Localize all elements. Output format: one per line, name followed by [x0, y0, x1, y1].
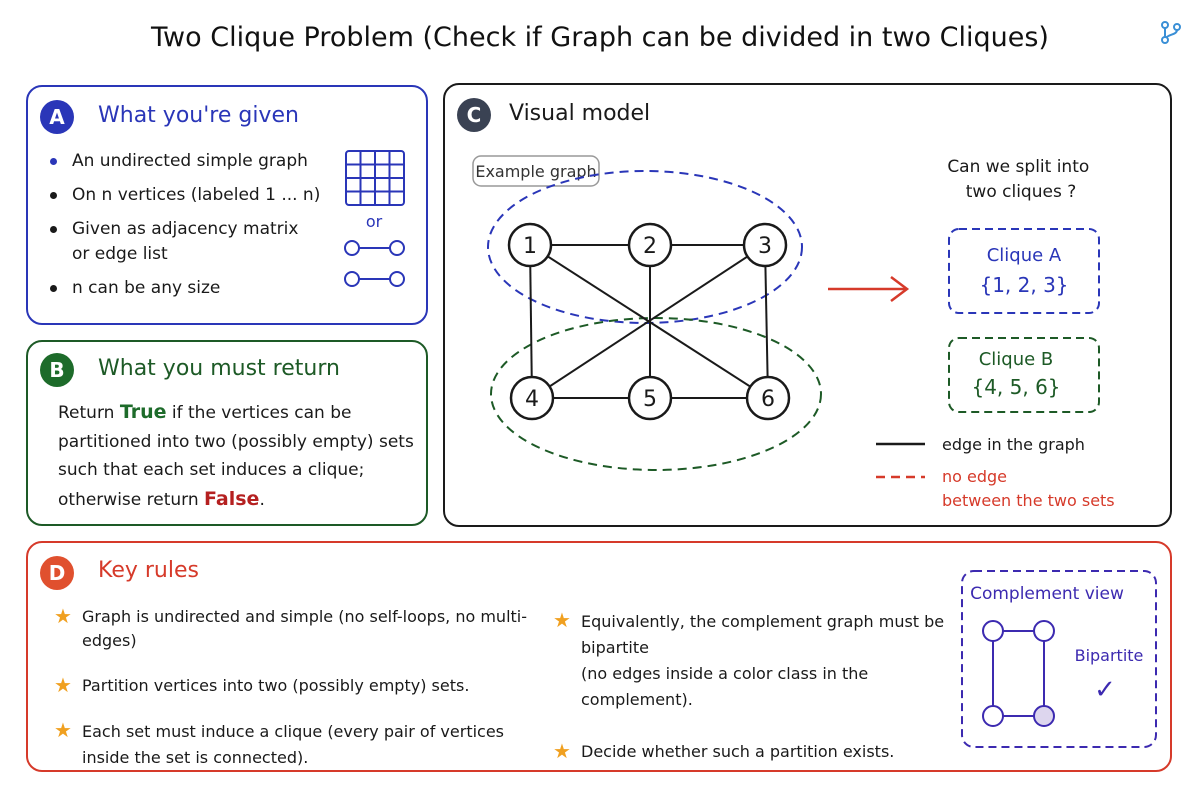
- rules-left-list: ★Graph is undirected and simple (no self…: [54, 605, 544, 771]
- example-label: Example graph: [475, 162, 596, 181]
- rules-right-list: ★Equivalently, the complement graph must…: [553, 609, 963, 764]
- panel-c-title: Visual model: [509, 101, 651, 126]
- rule-item: ★Partition vertices into two (possibly e…: [54, 673, 470, 697]
- bipartite-label: Bipartite: [1075, 646, 1144, 665]
- node-3: [742, 222, 788, 268]
- rule-item: ★Equivalently, the complement graph must…: [553, 608, 945, 709]
- split-question: Can we split into two cliques ?: [947, 157, 1094, 202]
- star-icon: ★: [54, 604, 72, 628]
- representation-icons: or: [344, 150, 405, 287]
- panel-d-title: Key rules: [98, 558, 199, 583]
- complement-view: Complement view Bipartite ✓: [961, 570, 1157, 748]
- clique-a-box: [948, 228, 1100, 314]
- panel-b-title: What you must return: [98, 356, 340, 381]
- node-2: [627, 222, 673, 268]
- complement-title: Complement view: [970, 584, 1124, 604]
- given-bullet: Given as adjacency matrix or edge list: [48, 217, 328, 267]
- return-description: Return True if the vertices can be parti…: [58, 401, 414, 510]
- split-arrow-icon: [828, 276, 910, 302]
- panel-return: B What you must return Return True if th…: [26, 340, 428, 526]
- example-label-box: [472, 155, 600, 187]
- true-keyword: True: [119, 401, 167, 423]
- page-title: Two Clique Problem (Check if Graph can b…: [151, 22, 1049, 53]
- node-1: [507, 222, 553, 268]
- given-bullet: An undirected simple graph: [48, 149, 328, 174]
- panel-given: A What you're given An undirected simple…: [26, 85, 428, 325]
- edge-3-6: [764, 244, 769, 399]
- node-5: [627, 375, 673, 421]
- clique-b-set: {4, 5, 6}: [971, 375, 1060, 399]
- star-icon: ★: [54, 718, 72, 742]
- graph-edges: [529, 244, 769, 399]
- check-icon: ✓: [1094, 675, 1116, 705]
- bipartite-graph-icon: [982, 620, 1055, 727]
- star-icon: ★: [553, 608, 571, 632]
- node-label: 3: [758, 234, 772, 259]
- clique-a-title: Clique A: [987, 245, 1062, 266]
- graph-nodes: 1 2 3 4 5 6: [507, 222, 791, 421]
- panel-key-rules: D Key rules ★Graph is undirected and sim…: [26, 541, 1172, 772]
- rule-item: ★Decide whether such a partition exists.: [553, 739, 895, 763]
- branch-icon: [1161, 21, 1181, 44]
- badge-d: D: [40, 556, 74, 590]
- panel-visual-model: C Visual model Example graph 1 2 3: [443, 83, 1172, 527]
- clique-b-title: Clique B: [979, 349, 1054, 370]
- badge-b: B: [40, 353, 74, 387]
- example-graph: Example graph 1 2 3 4 5: [472, 155, 1115, 510]
- node-label: 2: [643, 234, 657, 259]
- edge-3-4: [531, 244, 766, 399]
- false-keyword: False: [204, 487, 260, 510]
- clique-b-box: [948, 337, 1100, 413]
- legend-no-edge-label: no edge between the two sets: [942, 467, 1115, 510]
- legend-edge-label: edge in the graph: [942, 435, 1085, 454]
- node-6: [745, 375, 791, 421]
- star-icon: ★: [553, 739, 571, 763]
- panel-a-title: What you're given: [98, 103, 299, 128]
- set-b-ellipse: [490, 317, 822, 471]
- or-label: or: [366, 212, 383, 231]
- complement-box: [961, 570, 1157, 748]
- star-icon: ★: [54, 673, 72, 697]
- node-label: 1: [523, 234, 537, 259]
- node-4: [509, 375, 555, 421]
- clique-a-set: {1, 2, 3}: [979, 273, 1068, 297]
- given-bullet: n can be any size: [48, 276, 328, 301]
- badge-a: A: [40, 100, 74, 134]
- node-label: 5: [643, 387, 657, 412]
- node-label: 4: [525, 387, 539, 412]
- rule-item: ★Graph is undirected and simple (no self…: [54, 604, 528, 650]
- adjacency-matrix-icon: [345, 150, 405, 206]
- rule-item: ★Each set must induce a clique (every pa…: [54, 718, 505, 767]
- badge-c: C: [457, 98, 491, 132]
- edge-list-icon: [344, 240, 405, 287]
- node-label: 6: [761, 387, 775, 412]
- given-bullet: On n vertices (labeled 1 ... n): [48, 183, 328, 208]
- edge-1-4: [529, 244, 533, 399]
